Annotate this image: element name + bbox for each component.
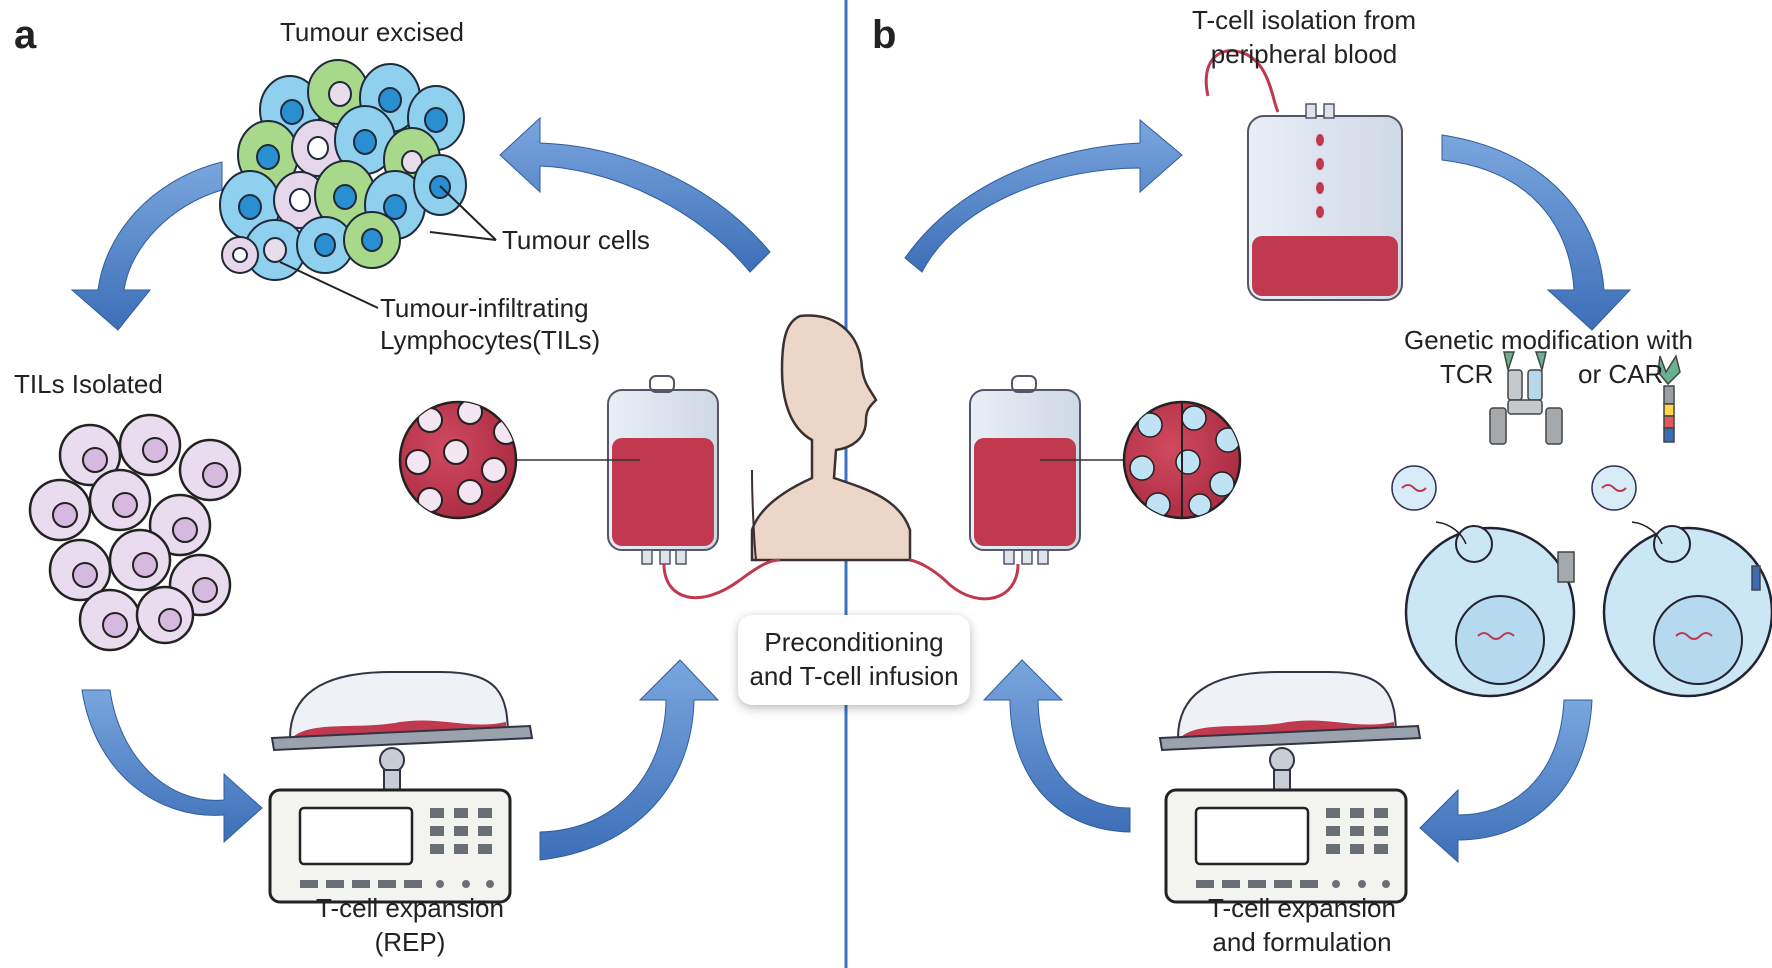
car-icon <box>1657 354 1681 443</box>
tumour-cells-label: Tumour cells <box>502 225 650 255</box>
arrow-expansion-to-infusion-b <box>982 659 1131 833</box>
car-label: or CAR <box>1578 359 1664 389</box>
panel-label-a: a <box>14 13 37 57</box>
genetic-modification-label: Genetic modification with <box>1404 325 1694 355</box>
infusion-callout-line2: and T-cell infusion <box>749 661 959 691</box>
til-magnification-circle <box>398 400 518 520</box>
arrow-expansion-to-infusion <box>539 659 720 861</box>
arrow-infusion-to-isolation <box>904 118 1183 273</box>
panel-label-b: b <box>872 13 897 57</box>
patient-silhouette <box>750 314 912 562</box>
expansion-a-line2: (REP) <box>374 927 446 957</box>
expansion-machine-b <box>1158 671 1422 904</box>
infusion-bag-left <box>516 375 781 600</box>
arrow-isolation-to-modification <box>1441 134 1632 331</box>
expansion-b-line2: and formulation <box>1212 927 1392 957</box>
transduced-cell-tcr <box>1404 521 1576 698</box>
isolation-label-line2: peripheral blood <box>1210 39 1398 69</box>
tils-isolated-label: TILs Isolated <box>14 369 163 399</box>
isolated-tils-nuclei <box>52 437 228 638</box>
tils-label-line1: Tumour-infiltrating <box>380 293 589 323</box>
isolation-label-line1: T-cell isolation from <box>1192 5 1416 35</box>
tils-label-line2: Lymphocytes(TILs) <box>380 325 601 355</box>
tumour-callout-lines <box>279 185 497 309</box>
viral-vector-car <box>1591 465 1637 511</box>
infusion-callout-line1: Preconditioning <box>764 627 944 658</box>
expansion-a-line1: T-cell expansion <box>316 893 504 923</box>
infusion-callout: Preconditioning and T-cell infusion <box>738 615 970 705</box>
tumour-mass <box>219 59 467 281</box>
infusion-bag-right <box>909 375 1124 601</box>
car-t-magnification-circle <box>1122 400 1242 520</box>
arrow-excise-to-isolate <box>70 161 223 331</box>
collection-bag <box>1204 49 1403 301</box>
viral-vector-tcr <box>1391 465 1437 511</box>
tcr-icon <box>1489 351 1563 445</box>
expansion-b-line1: T-cell expansion <box>1208 893 1396 923</box>
tcr-label: TCR <box>1440 359 1494 389</box>
isolated-tils <box>28 413 242 652</box>
expansion-machine-a <box>268 671 534 904</box>
transduced-cell-car <box>1602 521 1772 698</box>
arrow-infusion-to-tumour <box>499 116 771 273</box>
tumour-excised-label: Tumour excised <box>280 17 464 47</box>
arrow-modification-to-expansion <box>1419 699 1593 864</box>
arrow-isolate-to-expansion <box>81 689 263 844</box>
